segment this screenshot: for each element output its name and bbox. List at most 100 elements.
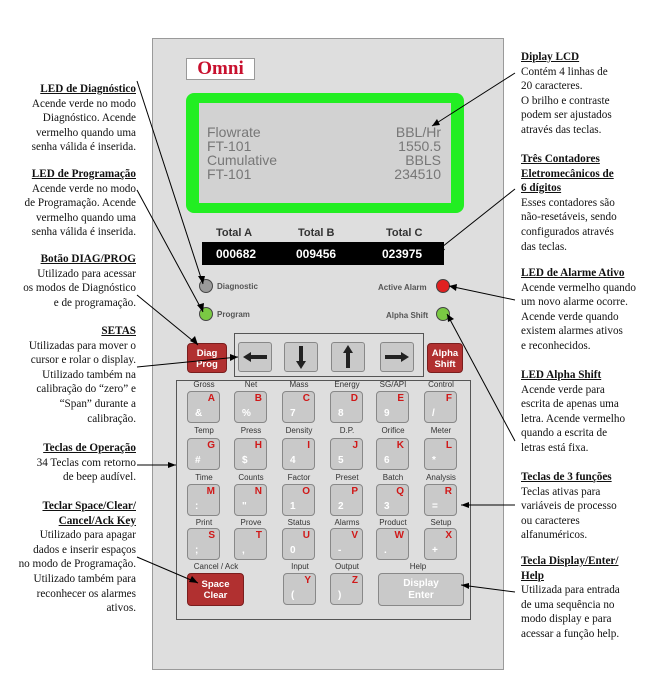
annotation-title: Teclar Space/Clear/: [42, 500, 136, 512]
annotation-line: calibração do “zero” e: [36, 383, 136, 396]
connector-line: [136, 356, 239, 368]
lcd-text: 234510: [394, 166, 441, 182]
diag-prog-button[interactable]: Diag Prog: [187, 343, 227, 373]
key-letter: O: [302, 486, 310, 497]
key-a-button[interactable]: A&: [187, 391, 220, 423]
annotation-setas: SETAS Utilizadas para mover o cursor e r…: [0, 324, 136, 426]
display-enter-button[interactable]: Display Enter: [378, 573, 464, 606]
key-v-button[interactable]: V-: [330, 528, 363, 560]
annotation-led-programacao: LED de Programação Acende verde no modo …: [0, 167, 136, 240]
key-letter: F: [445, 393, 452, 404]
key-t-button[interactable]: T,: [234, 528, 267, 560]
arrow-left-button[interactable]: [238, 342, 272, 372]
key-letter: G: [207, 440, 215, 451]
key-character: ): [338, 590, 342, 601]
key-n-button[interactable]: N": [234, 484, 267, 516]
prog-label: Prog: [196, 359, 218, 370]
key-letter: S: [208, 530, 215, 541]
key-function-label: Print: [195, 518, 213, 527]
key-character: +: [432, 545, 438, 556]
annotation-title: Diplay LCD: [521, 51, 580, 63]
key-letter: Q: [396, 486, 404, 497]
annotation-line: variáveis de processo: [521, 500, 617, 513]
key-g-button[interactable]: G#: [187, 438, 220, 470]
lcd-text: BBLS: [405, 152, 441, 168]
annotation-line: ativos.: [106, 602, 136, 615]
annotation-line: Utilizado para acessar: [37, 267, 136, 280]
counter-strip: 000682 009456 023975: [202, 242, 444, 265]
annotation-line: Acende verde quando: [521, 310, 619, 323]
key-f-button[interactable]: F/: [424, 391, 457, 423]
annotation-teclas-operacao: Teclas de Operação 34 Teclas com retorno…: [0, 441, 136, 485]
arrowhead: [447, 314, 454, 322]
key-z-button[interactable]: Z ): [330, 573, 363, 605]
arrow-down-button[interactable]: [284, 342, 318, 372]
connector-line: [446, 313, 516, 442]
key-character: 4: [290, 455, 296, 466]
key-character: $: [242, 455, 248, 466]
annotation-botao-diag-prog: Botão DIAG/PROG Utilizado para acessar o…: [0, 252, 136, 310]
key-l-button[interactable]: L*: [424, 438, 457, 470]
key-m-button[interactable]: M:: [187, 484, 220, 516]
key-function-label: Analysis: [426, 473, 456, 482]
annotation-line: Acende verde no modo: [31, 182, 136, 195]
annotation-line: cursor e rolar o display.: [30, 354, 136, 367]
annotation-line: O brilho e contraste: [521, 94, 610, 107]
annotation-line: reconhecer os alarmes: [36, 587, 136, 600]
key-function-label: Batch: [382, 473, 404, 482]
key-character: .: [384, 545, 387, 556]
key-r-button[interactable]: R=: [424, 484, 457, 516]
key-character: 3: [384, 501, 390, 512]
key-b-button[interactable]: B%: [234, 391, 267, 423]
omni-logo: Omni: [186, 58, 255, 80]
key-letter: T: [255, 530, 262, 541]
annotation-line: quando a escrita de: [521, 427, 608, 440]
counter-value-c: 023975: [382, 247, 423, 261]
key-function-label: Gross: [193, 380, 215, 389]
annotation-line: os modos de Diagnóstico: [23, 282, 136, 295]
arrow-up-button[interactable]: [331, 342, 365, 372]
lcd-line: Cumulative BBLS: [207, 153, 441, 167]
annotation-led-alarme: LED de Alarme Ativo Acende vermelho quan…: [521, 266, 661, 354]
clear-label: Clear: [203, 590, 228, 601]
key-s-button[interactable]: S;: [187, 528, 220, 560]
shift-label: Shift: [434, 359, 456, 370]
key-letter: W: [394, 530, 404, 541]
connector-line: [136, 189, 204, 313]
key-y-button[interactable]: Y (: [283, 573, 316, 605]
alpha-shift-button[interactable]: Alpha Shift: [427, 343, 463, 373]
connector-line: [436, 188, 516, 252]
arrow-right-button[interactable]: [380, 342, 414, 372]
annotation-tecla-display: Tecla Display/Enter/ Help Utilizada para…: [521, 554, 661, 642]
arrow-keys-group: [234, 333, 424, 377]
annotation-line: Teclas ativas para: [521, 485, 601, 498]
space-clear-button[interactable]: Space Clear: [187, 573, 244, 606]
key-character: -: [338, 545, 342, 556]
key-w-button[interactable]: W.: [376, 528, 409, 560]
annotation-line: configurados através: [521, 225, 614, 238]
key-h-button[interactable]: H$: [234, 438, 267, 470]
key-function-label: D.P.: [339, 426, 355, 435]
annotation-led-diagnostic: LED de Diagnóstico Acende verde no modo …: [0, 82, 136, 155]
lcd-text: BBL/Hr: [395, 124, 441, 140]
annotation-title: LED Alpha Shift: [521, 369, 602, 381]
annotation-title: LED de Alarme Ativo: [521, 267, 625, 279]
key-function-label: Temp: [194, 426, 214, 435]
annotation-teclar-space: Teclar Space/Clear/ Cancel/Ack Key Utili…: [0, 499, 136, 616]
annotation-line: ou caracteres: [521, 514, 580, 527]
key-letter: A: [207, 393, 215, 404]
annotation-line: Utilizado para apagar: [39, 529, 136, 542]
key-x-button[interactable]: X+: [424, 528, 457, 560]
arrow-left-icon: [243, 352, 267, 362]
key-function-label: Preset: [335, 473, 359, 482]
